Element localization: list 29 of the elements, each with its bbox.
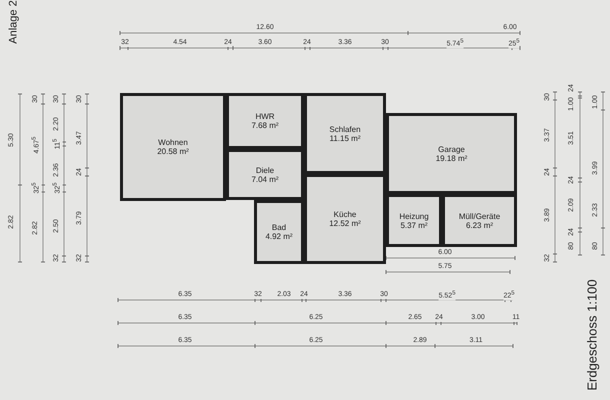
- room-name: Küche: [334, 210, 356, 219]
- room-name: Garage: [438, 144, 465, 154]
- room-area: 12.52 m²: [329, 219, 361, 228]
- room: [442, 194, 517, 247]
- room-name: HWR: [255, 112, 275, 121]
- caption: Anlage 2: [8, 0, 20, 44]
- room-area: 5.37 m²: [400, 220, 428, 230]
- room-name: Wohnen: [158, 138, 188, 147]
- room: [120, 93, 226, 201]
- room: [386, 113, 517, 194]
- room-area: 7.04 m²: [251, 174, 279, 184]
- room-name: Müll/Geräte: [458, 212, 500, 220]
- room: [304, 174, 386, 264]
- room-area: 6.23 m²: [466, 220, 494, 230]
- room-name: Schlafen: [329, 124, 361, 134]
- room-area: 7.68 m²: [251, 121, 279, 130]
- room-name: Heizung: [399, 212, 429, 220]
- room: [304, 93, 386, 174]
- room-area: 11.15 m²: [330, 134, 360, 142]
- room-area: 20.58 m²: [157, 147, 189, 156]
- room-area: 4.92 m²: [265, 232, 293, 241]
- room-name: Diele: [256, 166, 274, 174]
- room-name: Bad: [272, 223, 286, 232]
- room: [226, 149, 304, 200]
- room: [226, 93, 304, 149]
- room: [386, 194, 442, 247]
- room: [254, 200, 304, 264]
- room-area: 19.18 m²: [436, 154, 468, 162]
- caption: Erdgeschoss 1:100: [584, 279, 600, 391]
